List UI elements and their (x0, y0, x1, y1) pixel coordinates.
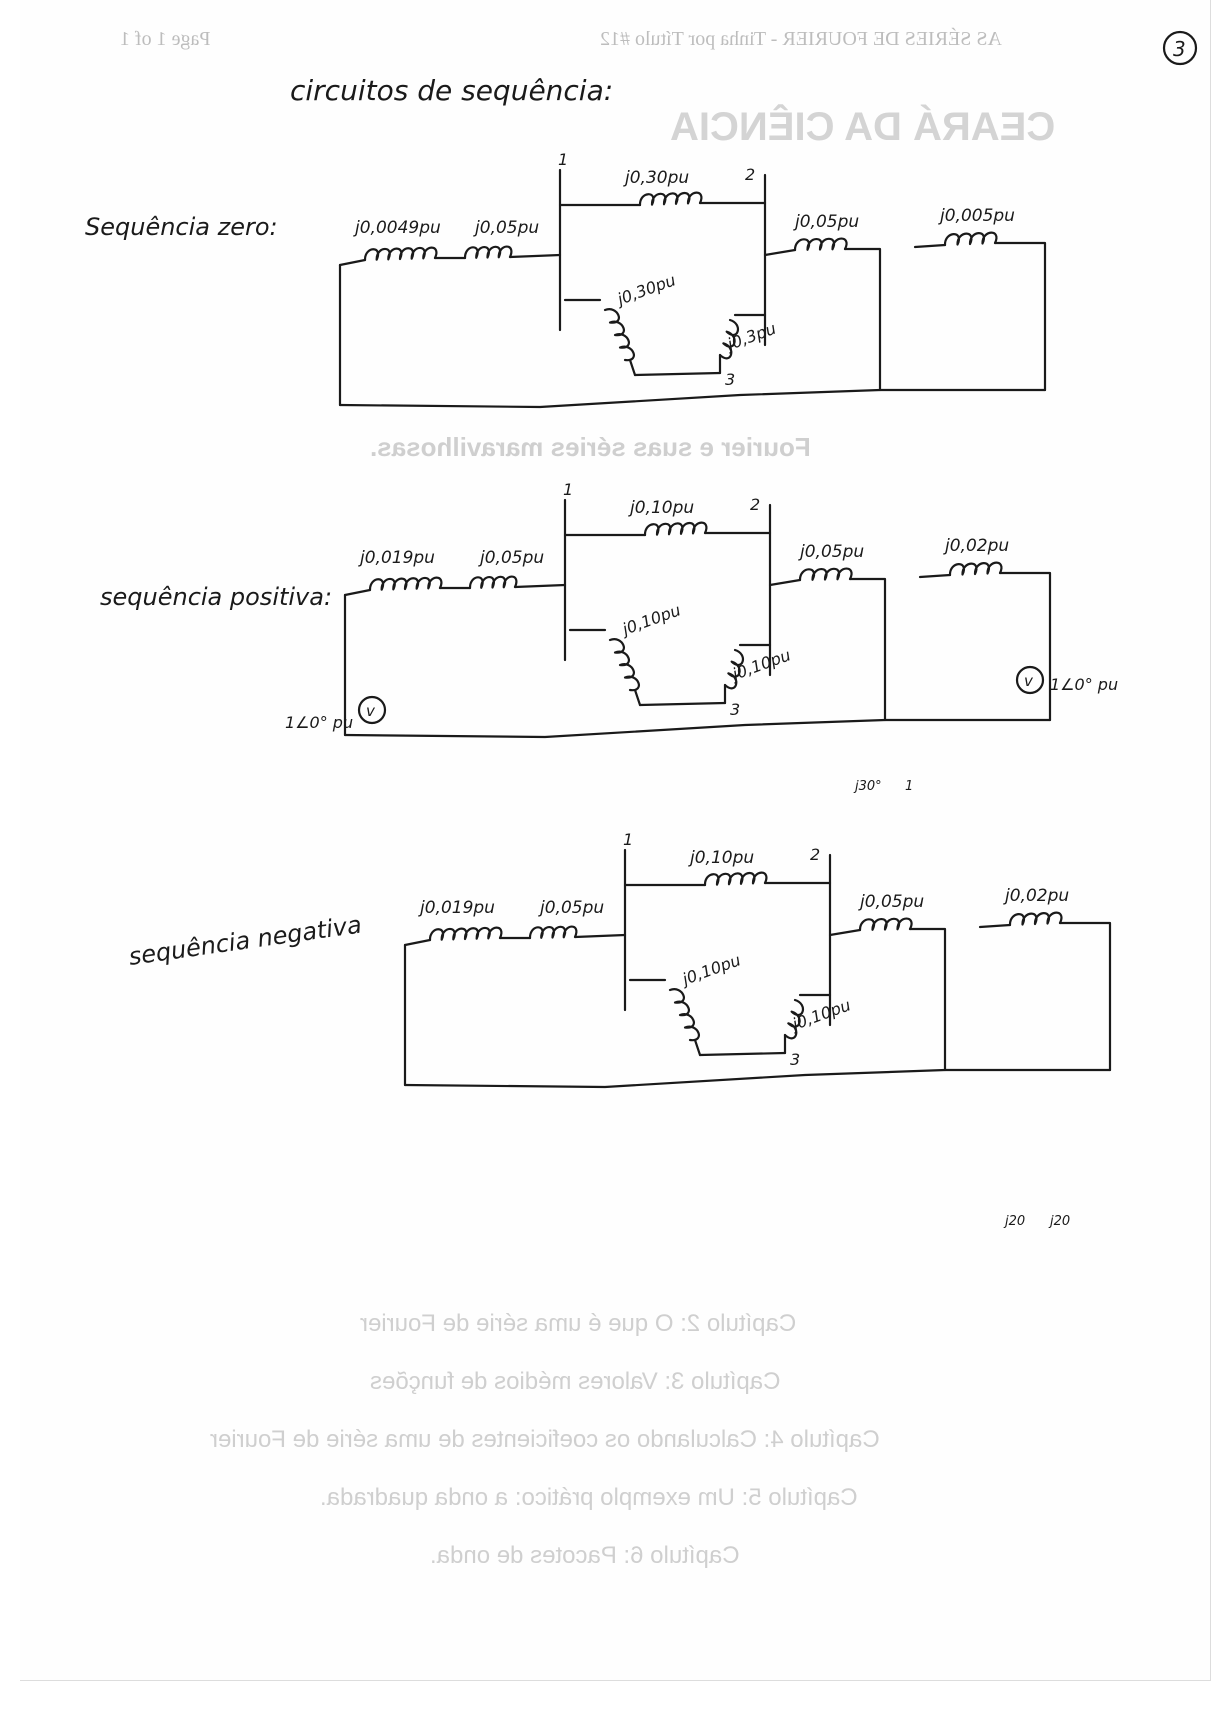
inductor-icon (463, 245, 513, 260)
inductor-icon (1008, 911, 1063, 927)
wire (1058, 921, 1112, 1072)
negative-sequence-circuit: sequência negativa j0,019pu j0,05pu 1 j0,10… (127, 830, 1112, 1229)
bus-label: 3 (725, 370, 735, 389)
page-number-circle (1162, 30, 1198, 66)
inductor-icon (718, 318, 739, 360)
voltage-source-icon (1015, 665, 1045, 695)
wire (628, 358, 637, 377)
impedance-label: j0,05pu (793, 212, 859, 232)
positive-sequence-circuit: sequência positiva: j0,019pu j0,05pu 1 j0,1… (100, 480, 1118, 794)
inductor-icon (368, 576, 443, 592)
wire (513, 583, 567, 589)
inductor-icon (603, 308, 635, 362)
impedance-label: j0,02pu (943, 536, 1009, 556)
wire (338, 388, 1047, 409)
impedance-label: j0,019pu (358, 548, 435, 568)
impedance-label: j0,05pu (478, 548, 544, 568)
wire (993, 241, 1047, 392)
voltage-source-symbol: v (1024, 672, 1034, 690)
inductor-icon (723, 648, 744, 690)
inductor-icon (468, 575, 518, 590)
impedance-label: j0,05pu (538, 898, 604, 918)
bus-label: 3 (790, 1050, 800, 1069)
bus-3 (633, 371, 722, 377)
negative-sequence-label: sequência negativa (127, 911, 363, 971)
wire (693, 1038, 702, 1057)
annotation: j30° (853, 779, 882, 794)
inductor-icon (608, 638, 640, 692)
wire (573, 933, 627, 939)
inductor-icon (943, 231, 998, 247)
bus-label: 1 (623, 830, 633, 849)
bus-label: 2 (745, 165, 755, 184)
page-title: circuitos de sequência: (290, 74, 613, 107)
impedance-label: j0,30pu (613, 270, 678, 309)
wire (918, 573, 952, 579)
positive-sequence-label: sequência positiva: (100, 583, 332, 611)
zero-sequence-circuit: Sequência zero: j0,0049pu j0,05pu 1 j0,30pu… (85, 150, 1047, 409)
bus-label: 2 (810, 845, 820, 864)
impedance-label: j0,0049pu (353, 218, 441, 238)
impedance-label: j0,10pu (678, 950, 743, 989)
source-label: 1∠0° pu (1050, 675, 1118, 694)
inductor-icon (428, 926, 503, 942)
inductor-icon (643, 521, 708, 537)
wire (343, 718, 1052, 739)
page-number: 3 (1173, 37, 1186, 61)
impedance-label: j0,05pu (798, 542, 864, 562)
inductor-icon (638, 191, 703, 207)
wire (998, 571, 1052, 722)
wire (343, 588, 372, 597)
bus-label: 1 (563, 480, 573, 499)
impedance-label: j0,05pu (858, 892, 924, 912)
impedance-label: j0,10pu (628, 498, 694, 518)
inductor-icon (363, 246, 438, 262)
impedance-label: j0,3pu (723, 319, 779, 355)
bus-label: 3 (730, 700, 740, 719)
bus-label: 2 (750, 495, 760, 514)
inductor-icon (528, 925, 578, 940)
impedance-label: j0,10pu (688, 848, 754, 868)
bus-3 (638, 701, 727, 707)
impedance-label: j0,02pu (1003, 886, 1069, 906)
bus-3 (698, 1051, 787, 1057)
source-label: 1∠0° pu (285, 713, 353, 732)
wire (508, 253, 562, 259)
inductor-icon (668, 988, 700, 1042)
wire (908, 927, 947, 1072)
impedance-label: j0,019pu (418, 898, 495, 918)
impedance-label: j0,30pu (623, 168, 689, 188)
scanned-page: AS SÉRIES DE FOURIER - Tinha por Título … (20, 0, 1211, 1681)
wire (843, 247, 882, 392)
annotation: j20 (1048, 1214, 1070, 1229)
wire (633, 688, 642, 707)
wire (828, 928, 862, 937)
bus-label: 1 (558, 150, 568, 169)
inductor-icon (703, 871, 768, 887)
impedance-label: j0,05pu (473, 218, 539, 238)
zero-sequence-label: Sequência zero: (85, 213, 278, 241)
wire (978, 923, 1012, 929)
impedance-label: j0,10pu (618, 600, 683, 639)
inductor-icon (783, 998, 804, 1040)
wire (403, 938, 432, 947)
impedance-label: j0,005pu (938, 206, 1015, 226)
wire (768, 578, 802, 587)
wire (403, 1068, 1112, 1089)
wire (338, 258, 367, 267)
inductor-icon (798, 567, 853, 582)
wire (913, 243, 947, 249)
wire (763, 248, 797, 257)
voltage-source-icon (357, 695, 387, 725)
voltage-source-symbol: v (366, 702, 376, 720)
inductor-icon (793, 237, 848, 252)
annotation: j20 (1003, 1214, 1025, 1229)
wire (848, 577, 887, 722)
inductor-icon (858, 917, 913, 932)
annotation: 1 (905, 779, 913, 794)
inductor-icon (948, 561, 1003, 577)
